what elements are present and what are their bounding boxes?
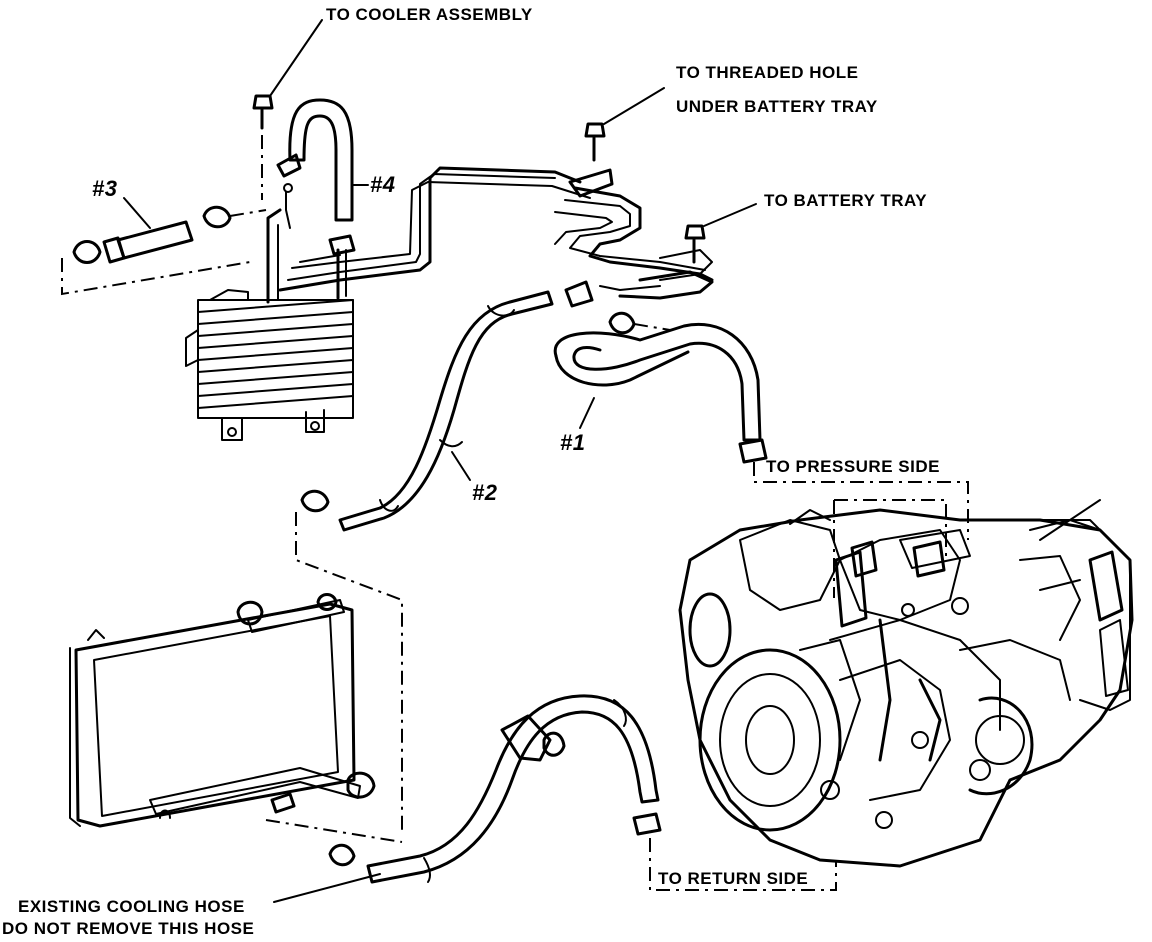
bolt-cooler-assembly — [252, 19, 323, 200]
label-under-battery-tray: UNDER BATTERY TRAY — [676, 97, 878, 116]
oil-cooler — [185, 208, 354, 441]
label-to-battery-tray: TO BATTERY TRAY — [764, 191, 928, 210]
radiator — [69, 593, 403, 843]
return-hose — [273, 694, 837, 903]
hose-2 — [295, 280, 594, 830]
transaxle — [678, 499, 1134, 868]
hose-number-2: #2 — [472, 480, 498, 505]
hose-number-1: #1 — [560, 430, 586, 455]
label-to-pressure-side: TO PRESSURE SIDE — [766, 457, 940, 476]
hose-1 — [553, 311, 969, 540]
label-to-cooler-assembly: TO COOLER ASSEMBLY — [326, 5, 533, 24]
label-to-threaded-hole: TO THREADED HOLE — [676, 63, 859, 82]
hose-number-4: #4 — [370, 172, 396, 197]
bolt-battery-tray — [684, 203, 757, 264]
hose-3 — [61, 197, 267, 296]
bolt-threaded-hole — [584, 87, 665, 162]
label-existing-cooling-hose: EXISTING COOLING HOSE — [18, 897, 245, 916]
hose-number-3: #3 — [92, 176, 118, 201]
hose-4 — [276, 98, 369, 256]
label-do-not-remove-hose: DO NOT REMOVE THIS HOSE — [2, 919, 255, 938]
label-to-return-side: TO RETURN SIDE — [658, 869, 809, 888]
hard-lines — [278, 166, 714, 300]
